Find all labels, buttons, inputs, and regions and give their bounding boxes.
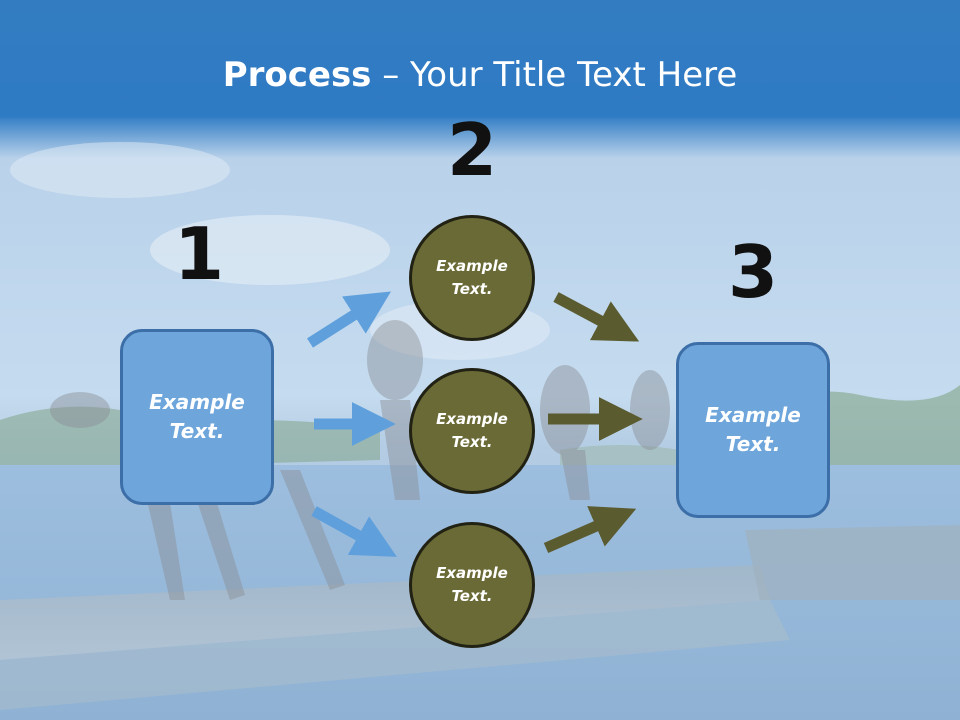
step-number-1: 1 [173,212,225,296]
slide-title: Process – Your Title Text Here [0,52,960,98]
step-number-2: 2 [446,108,498,192]
step-1-box: Example Text. [120,329,274,505]
step-2-circle-1-text: Example Text. [436,257,508,298]
title-rest: – Your Title Text Here [371,55,738,95]
arrow-1-to-2c [311,506,397,557]
arrow-2a-to-3 [553,292,640,342]
step-2-circle-2-text: Example Text. [436,410,508,451]
step-2-circle-3: Example Text. [409,522,535,648]
step-3-box: Example Text. [676,342,830,518]
step-2-circle-1: Example Text. [409,215,535,341]
step-1-box-text: Example Text. [149,390,245,443]
arrow-2c-to-3 [543,506,637,554]
arrow-1-to-2a [307,291,391,348]
step-number-3: 3 [727,230,779,314]
title-bold: Process [222,55,372,95]
step-2-circle-3-text: Example Text. [436,564,508,605]
step-2-circle-2: Example Text. [409,368,535,494]
step-3-box-text: Example Text. [705,403,801,456]
